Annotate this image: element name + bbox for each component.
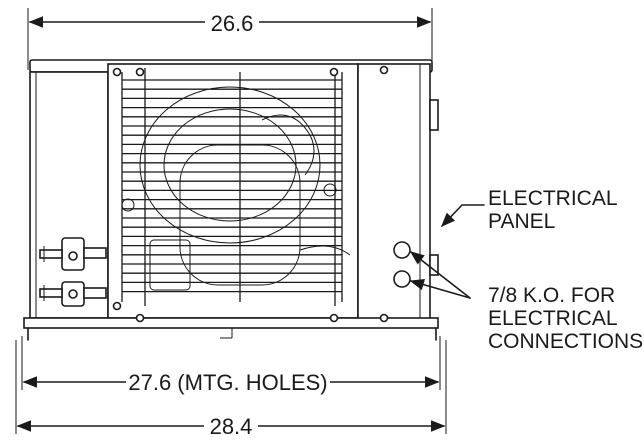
dimension-mounting-holes: 27.6 (MTG. HOLES) <box>21 336 441 396</box>
dimension-mounting-holes-label: 27.6 (MTG. HOLES) <box>128 370 327 395</box>
dimension-top-width: 26.6 <box>27 8 433 70</box>
knockout-label: 7/8 K.O. FOR ELECTRICAL CONNECTIONS <box>488 284 643 353</box>
callout-electrical-panel: ELECTRICAL PANEL <box>441 187 623 233</box>
electrical-knockouts <box>393 241 411 288</box>
dimension-top-width-label: 26.6 <box>211 11 254 36</box>
knockout-upper <box>393 241 411 259</box>
electrical-panel-label: ELECTRICAL PANEL <box>488 187 623 233</box>
callout-knockouts: 7/8 K.O. FOR ELECTRICAL CONNECTIONS <box>409 251 643 353</box>
dimension-overall-width: 28.4 <box>15 340 447 440</box>
fan-grille-bars <box>122 79 342 293</box>
knockout-lower <box>393 270 411 288</box>
grille-screws <box>112 65 389 323</box>
service-valves <box>39 237 107 307</box>
dimension-overall-width-label: 28.4 <box>210 414 253 439</box>
